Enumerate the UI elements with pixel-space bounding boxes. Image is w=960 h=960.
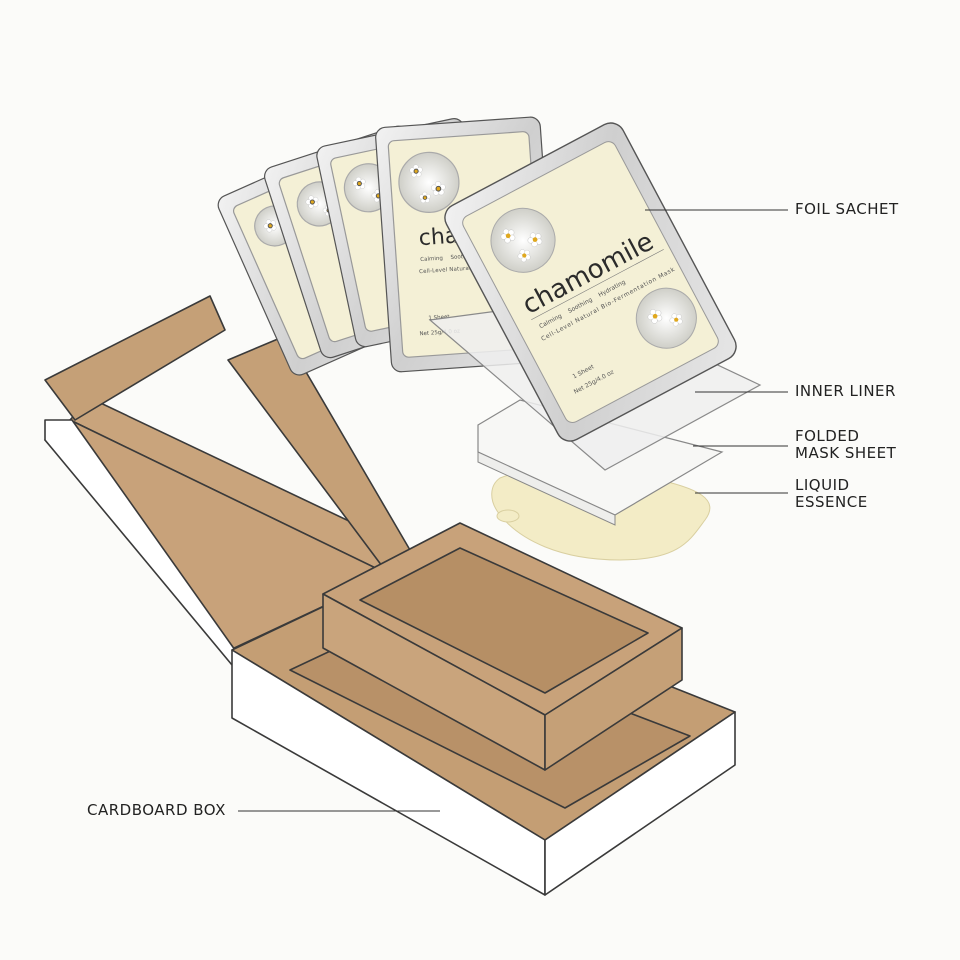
- label-folded-mask-sheet-line1: FOLDED: [795, 428, 896, 445]
- label-liquid-essence-line1: LIQUID: [795, 477, 868, 494]
- label-liquid-essence-line2: ESSENCE: [795, 494, 868, 511]
- label-folded-mask-sheet: FOLDED MASK SHEET: [795, 428, 896, 462]
- liquid-essence-drop: [497, 510, 519, 522]
- label-liquid-essence: LIQUID ESSENCE: [795, 477, 868, 511]
- label-cardboard-box: CARDBOARD BOX: [87, 802, 226, 819]
- label-inner-liner: INNER LINER: [795, 383, 896, 400]
- box-lid-flap-left: [45, 296, 225, 420]
- label-foil-sachet: FOIL SACHET: [795, 201, 899, 218]
- label-folded-mask-sheet-line2: MASK SHEET: [795, 445, 896, 462]
